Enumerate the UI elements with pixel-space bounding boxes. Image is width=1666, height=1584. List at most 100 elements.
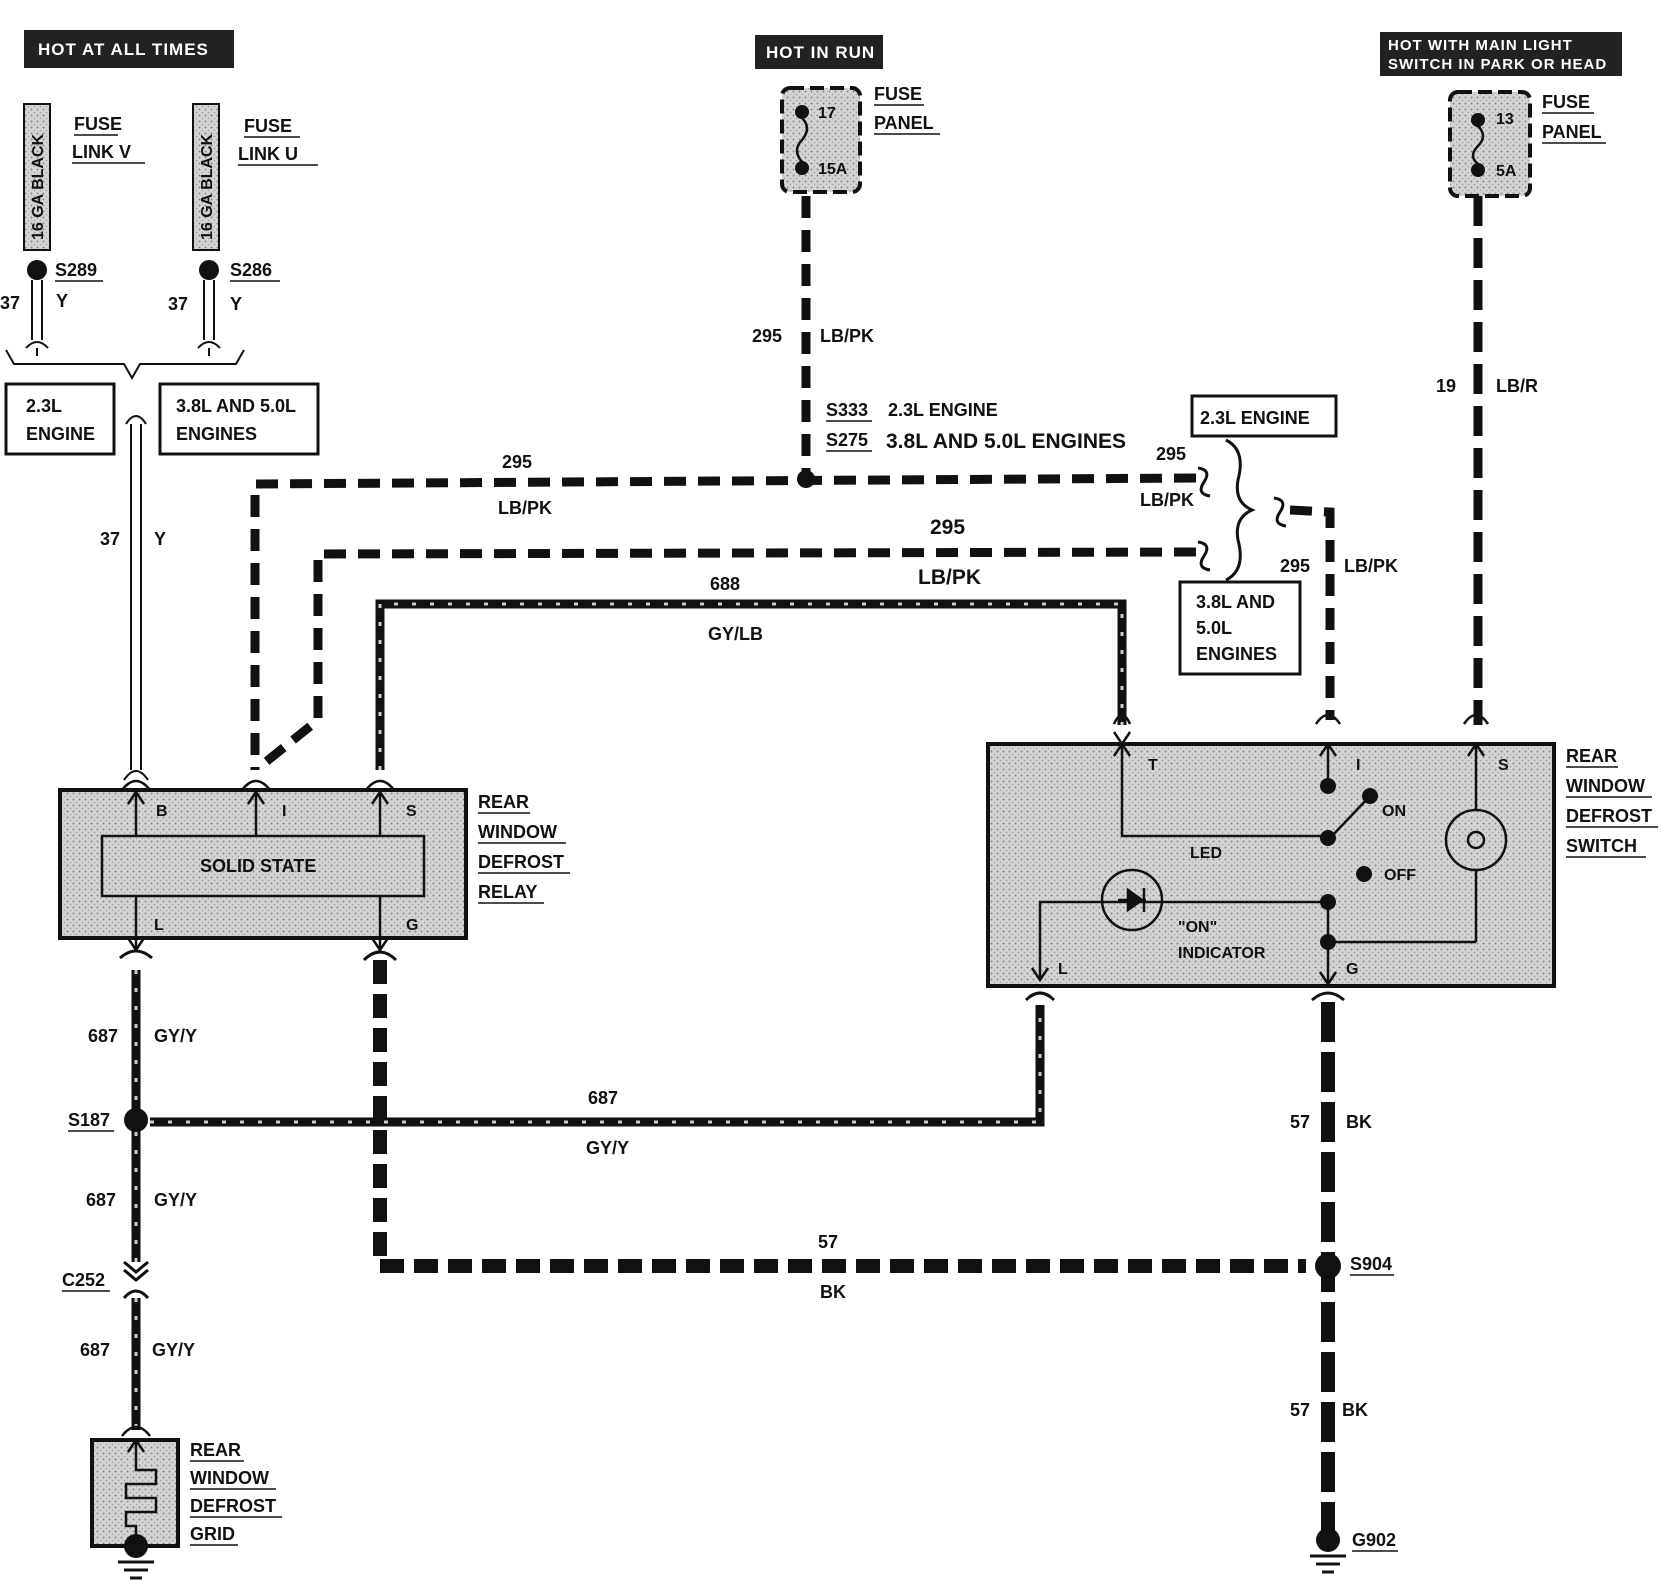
svg-text:I: I [282, 803, 286, 820]
ground-g902: G902 [1310, 1528, 1398, 1574]
svg-text:ON: ON [1382, 803, 1406, 820]
splice-s904-dot [1315, 1253, 1341, 1279]
svg-text:ENGINES: ENGINES [176, 424, 257, 444]
svg-text:37: 37 [168, 294, 188, 314]
svg-text:687: 687 [86, 1190, 116, 1210]
svg-text:BK: BK [1342, 1400, 1368, 1420]
svg-text:57: 57 [818, 1232, 838, 1252]
svg-text:T: T [1148, 757, 1158, 774]
svg-text:HOT IN RUN: HOT IN RUN [766, 43, 875, 62]
wire-295-lbpk [250, 196, 1335, 770]
fuse-link-v: 16 GA BLACK FUSE LINK V S289 [23, 103, 145, 282]
svg-text:LINK U: LINK U [238, 144, 298, 164]
svg-text:17: 17 [818, 105, 836, 122]
svg-text:FUSE: FUSE [74, 114, 122, 134]
svg-text:SOLID STATE: SOLID STATE [200, 856, 316, 876]
hot-with-main-light-label: HOT WITH MAIN LIGHT SWITCH IN PARK OR HE… [1380, 32, 1622, 76]
svg-text:LB/PK: LB/PK [1344, 556, 1398, 576]
svg-text:REAR: REAR [190, 1440, 241, 1460]
engine-38-box: 3.8L AND 5.0L ENGINES [158, 382, 320, 456]
splice-s187-dot [124, 1108, 148, 1132]
svg-text:37: 37 [100, 529, 120, 549]
svg-text:S: S [1498, 757, 1509, 774]
svg-text:LED: LED [1190, 845, 1222, 862]
splice-s333-label: S333 [826, 400, 868, 420]
svg-text:FUSE: FUSE [1542, 92, 1590, 112]
svg-text:REAR: REAR [1566, 746, 1617, 766]
svg-text:295: 295 [502, 452, 532, 472]
svg-text:687: 687 [588, 1088, 618, 1108]
svg-text:Y: Y [230, 294, 242, 314]
svg-text:BK: BK [1346, 1112, 1372, 1132]
svg-text:2.3L ENGINE: 2.3L ENGINE [888, 400, 998, 420]
svg-text:15A: 15A [818, 161, 848, 178]
svg-text:295: 295 [930, 516, 965, 539]
svg-text:WINDOW: WINDOW [478, 822, 557, 842]
svg-text:LB/PK: LB/PK [918, 566, 981, 589]
svg-text:PANEL: PANEL [1542, 122, 1602, 142]
svg-text:LB/PK: LB/PK [820, 326, 874, 346]
svg-text:LB/R: LB/R [1496, 376, 1538, 396]
svg-text:BK: BK [820, 1282, 846, 1302]
hot-in-run-label: HOT IN RUN [755, 35, 883, 69]
svg-text:GY/Y: GY/Y [152, 1340, 195, 1360]
svg-text:LINK V: LINK V [72, 142, 131, 162]
splice-s187-label: S187 [68, 1110, 110, 1130]
svg-text:L: L [1058, 961, 1068, 978]
svg-text:SWITCH: SWITCH [1566, 836, 1637, 856]
svg-text:2.3L ENGINE: 2.3L ENGINE [1200, 408, 1310, 428]
svg-text:LB/PK: LB/PK [1140, 490, 1194, 510]
svg-text:687: 687 [88, 1026, 118, 1046]
svg-text:295: 295 [1156, 444, 1186, 464]
fuse-panel-light: 13 5A FUSE PANEL [1448, 90, 1606, 198]
svg-text:295: 295 [752, 326, 782, 346]
svg-text:HOT AT ALL TIMES: HOT AT ALL TIMES [38, 40, 209, 59]
svg-text:PANEL: PANEL [874, 113, 934, 133]
svg-text:S: S [406, 803, 417, 820]
svg-text:GY/Y: GY/Y [586, 1138, 629, 1158]
svg-text:SWITCH IN PARK OR HEAD: SWITCH IN PARK OR HEAD [1388, 56, 1607, 73]
svg-text:RELAY: RELAY [478, 882, 537, 902]
svg-text:3.8L AND 5.0L ENGINES: 3.8L AND 5.0L ENGINES [886, 430, 1126, 453]
svg-text:"ON": "ON" [1178, 919, 1217, 936]
svg-text:OFF: OFF [1384, 867, 1416, 884]
svg-text:FUSE: FUSE [874, 84, 922, 104]
engine-23-box: 2.3L ENGINE [4, 382, 116, 456]
svg-text:687: 687 [80, 1340, 110, 1360]
splice-s289-label: S289 [55, 260, 97, 280]
svg-text:L: L [154, 917, 164, 934]
svg-text:3.8L AND: 3.8L AND [1196, 592, 1275, 612]
wire-37-y-lower [123, 415, 149, 781]
svg-text:16 GA BLACK: 16 GA BLACK [199, 133, 216, 240]
svg-text:16 GA BLACK: 16 GA BLACK [30, 133, 47, 240]
svg-text:Y: Y [154, 529, 166, 549]
svg-text:GY/Y: GY/Y [154, 1026, 197, 1046]
rear-window-defrost-relay: SOLID STATE B I S L G REAR WINDOW DEFROS… [58, 779, 570, 953]
svg-text:B: B [156, 803, 168, 820]
hot-at-all-times-label: HOT AT ALL TIMES [24, 30, 234, 68]
wire-687-gyy [119, 949, 1056, 1430]
svg-text:5A: 5A [1496, 163, 1517, 180]
svg-text:2.3L: 2.3L [26, 396, 62, 416]
svg-text:13: 13 [1496, 111, 1514, 128]
svg-text:295: 295 [1280, 556, 1310, 576]
svg-text:GY/Y: GY/Y [154, 1190, 197, 1210]
svg-text:3.8L AND 5.0L: 3.8L AND 5.0L [176, 396, 296, 416]
svg-text:Y: Y [56, 291, 68, 311]
svg-text:37: 37 [0, 293, 20, 313]
splice-s333-s275-dot [797, 470, 815, 488]
rear-window-defrost-grid: REAR WINDOW DEFROST GRID [90, 1425, 282, 1580]
svg-text:GRID: GRID [190, 1524, 235, 1544]
splice-s289-dot [27, 260, 47, 280]
engine-23-right-box: 2.3L ENGINE [1190, 394, 1338, 438]
rear-window-defrost-switch: T I S L G ON OFF LED "ON" INDICATOR REAR… [986, 713, 1658, 988]
svg-text:688: 688 [710, 574, 740, 594]
wire-37-y-upper [5, 280, 245, 381]
svg-text:I: I [1356, 757, 1360, 774]
svg-text:LB/PK: LB/PK [498, 498, 552, 518]
svg-text:WINDOW: WINDOW [1566, 776, 1645, 796]
svg-text:GY/LB: GY/LB [708, 624, 763, 644]
svg-text:ENGINE: ENGINE [26, 424, 95, 444]
wire-688-gylb [375, 599, 1127, 770]
